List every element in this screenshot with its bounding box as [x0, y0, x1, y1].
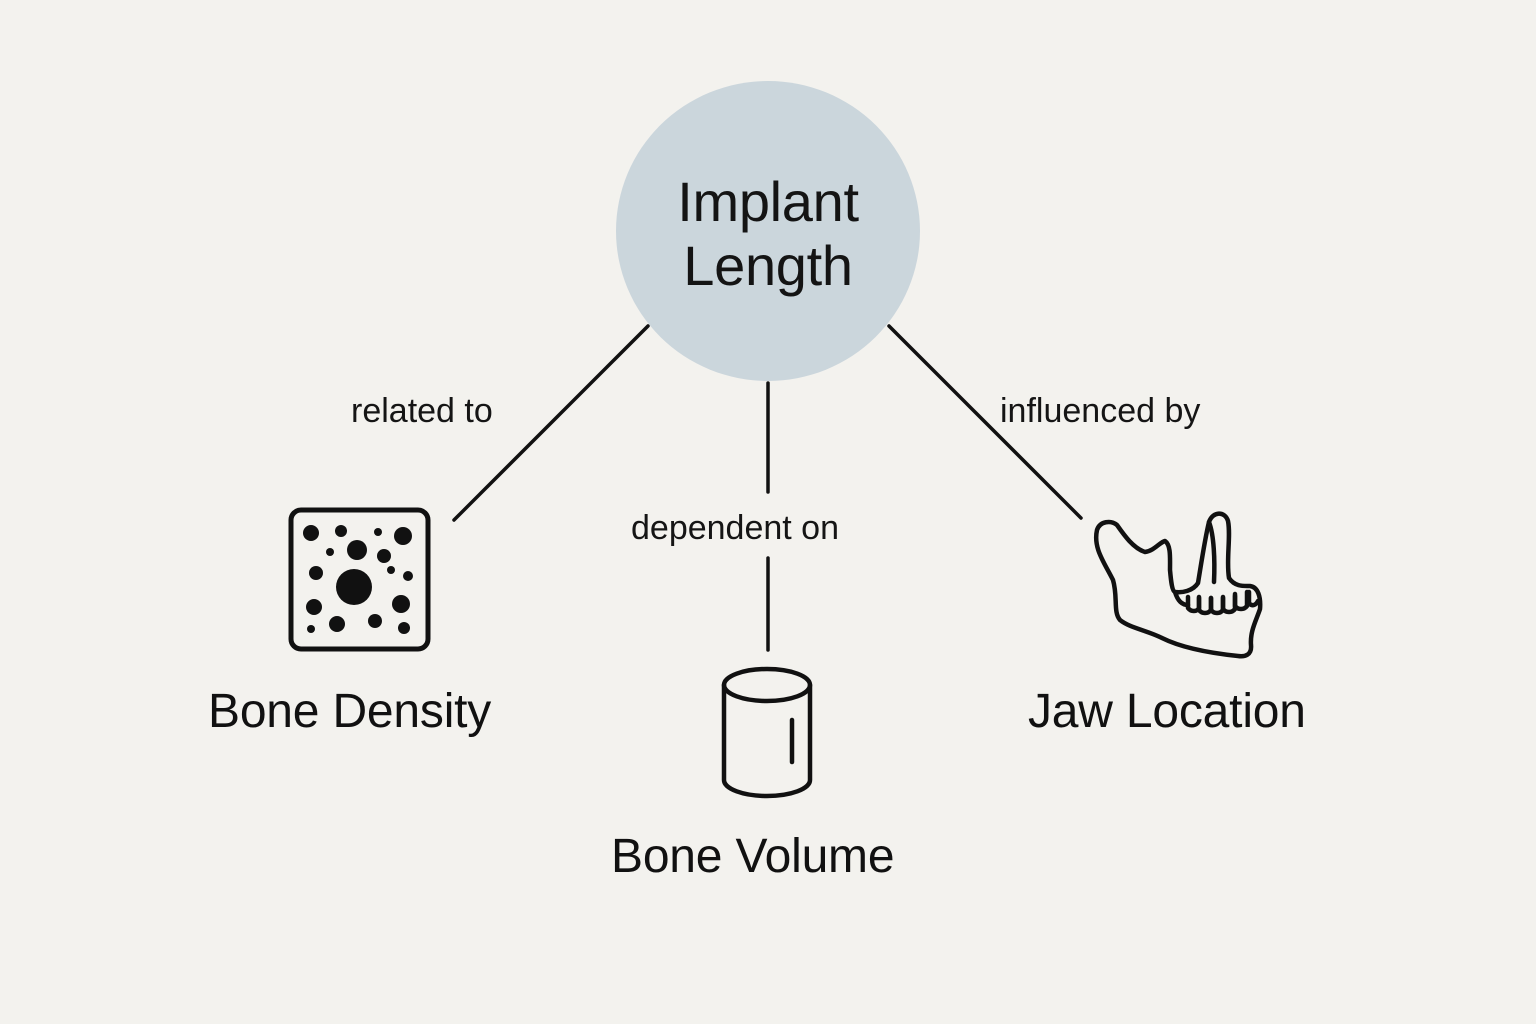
center-title-line1: Implant	[677, 170, 859, 233]
edge-label-related-to: related to	[351, 392, 493, 430]
connector-jaw-location	[887, 324, 1083, 520]
edge-label-influenced-by: influenced by	[1000, 392, 1201, 430]
center-title-line2: Length	[683, 234, 853, 297]
connector-bone-density	[452, 324, 650, 522]
node-label-jaw-location: Jaw Location	[1028, 685, 1306, 738]
node-label-bone-volume: Bone Volume	[611, 830, 895, 883]
center-node-circle	[616, 81, 920, 381]
node-label-bone-density: Bone Density	[208, 685, 492, 738]
center-node-title: Implant Length	[616, 170, 920, 298]
edge-label-dependent-on: dependent on	[631, 509, 839, 547]
